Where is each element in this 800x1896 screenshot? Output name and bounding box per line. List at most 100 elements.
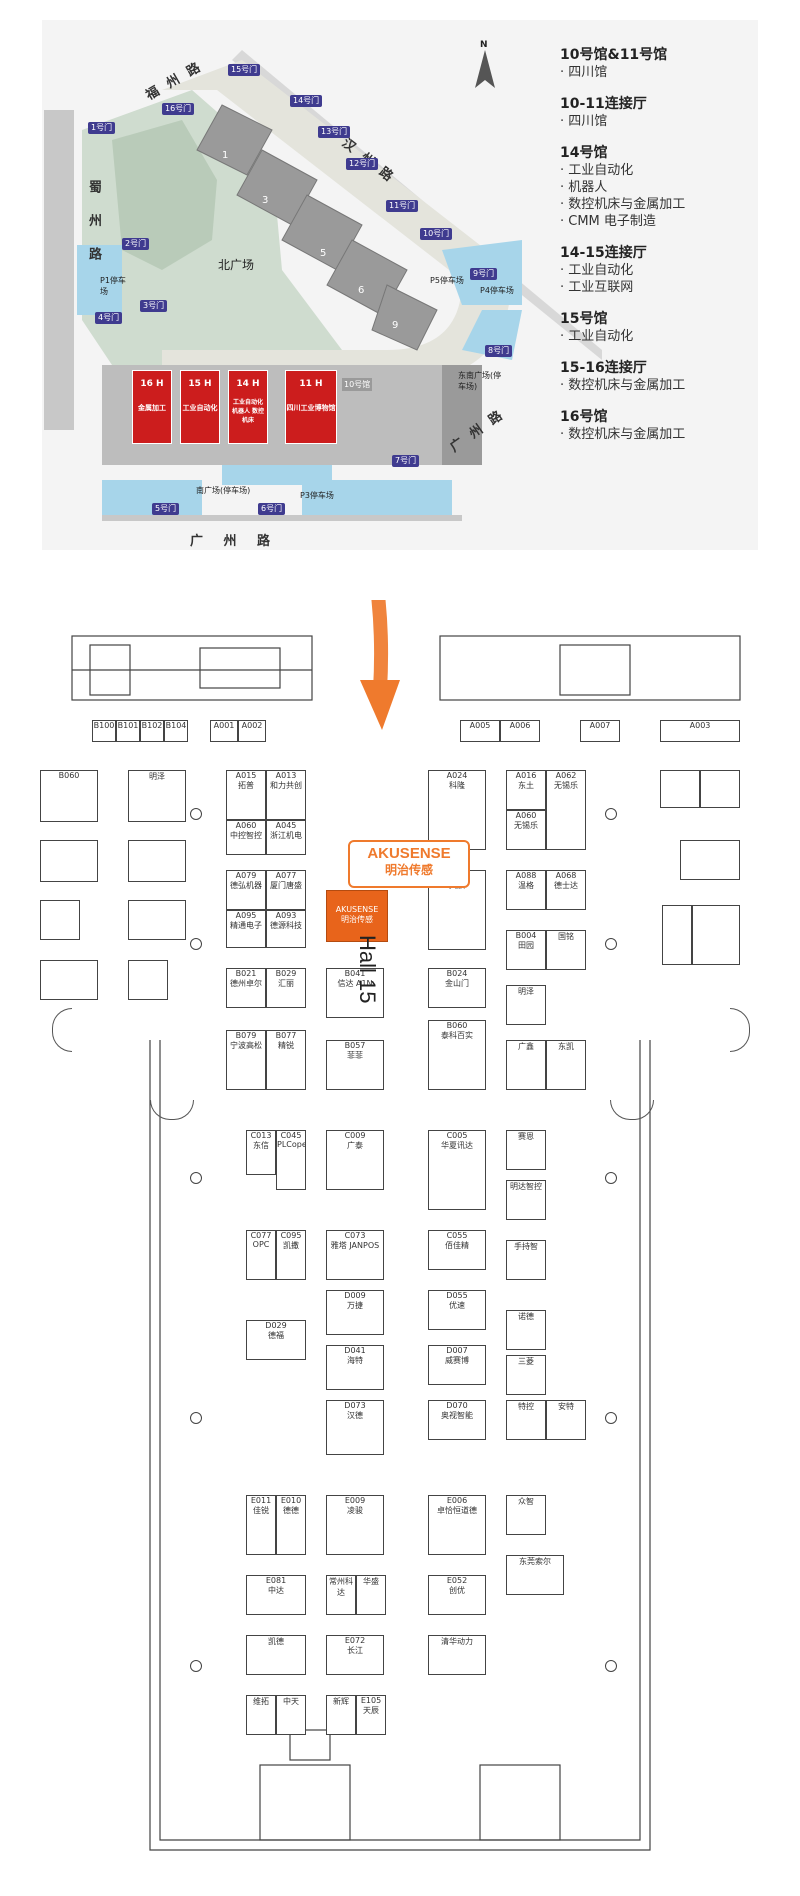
booth-a005[interactable]: A005 (460, 720, 500, 742)
booth-b030-center[interactable]: 国铭 (546, 930, 586, 970)
booth-a038[interactable] (680, 840, 740, 880)
booth-e109[interactable]: 中天 (276, 1695, 306, 1735)
legend-title-14-15: 14-15连接厅 (560, 245, 647, 261)
pillar (605, 1172, 617, 1184)
p5-label: P5停车场 (430, 276, 464, 285)
booth-a006[interactable]: A006 (500, 720, 540, 742)
booth-b104[interactable]: B104 (164, 720, 188, 742)
booth-highlight-akusense[interactable]: AKUSENSE 明治传感 (326, 890, 388, 942)
booth-b070[interactable] (40, 960, 98, 1000)
booth-b066[interactable]: 广鑫 (506, 1040, 546, 1090)
booth-e107[interactable]: 新辉 (326, 1695, 356, 1735)
booth-b100[interactable]: B100 (92, 720, 116, 742)
booth-b156[interactable] (128, 840, 186, 882)
pillar (605, 808, 617, 820)
booth-c045[interactable]: C045PLCopen (276, 1130, 306, 1190)
booth-e001[interactable]: 众智 (506, 1495, 546, 1535)
booth-b101[interactable]: B101 (116, 720, 140, 742)
legend-item: · 工业自动化 (560, 163, 634, 178)
booth-c033[interactable]: 明达智控 (506, 1180, 546, 1220)
booth-a198[interactable] (662, 905, 692, 965)
booth-a002[interactable]: A002 (238, 720, 266, 742)
booth-b158[interactable]: 明泽 (128, 770, 186, 822)
booth-d059[interactable]: 三菱 (506, 1355, 546, 1395)
booth-b033[interactable] (128, 900, 186, 940)
booth-a007[interactable]: A007 (580, 720, 620, 742)
booth-e073[interactable]: 清华动力 (428, 1635, 486, 1675)
booth-b028[interactable]: B060 (40, 770, 98, 822)
hall-15-label: Hall 15 (355, 935, 380, 1004)
hall-15: 15 H 工业自动化 (180, 370, 220, 444)
booth-a003[interactable]: A003 (660, 720, 740, 742)
booth-a008[interactable] (700, 770, 740, 808)
booth-a178[interactable] (692, 905, 740, 965)
booth-c068[interactable]: 手持智 (506, 1240, 546, 1280)
booth-d081[interactable]: 特控 (506, 1400, 546, 1440)
booth-d052[interactable]: 诺德 (506, 1310, 546, 1350)
booth-d085[interactable]: 安特 (546, 1400, 586, 1440)
booth-c018[interactable]: 赛恩 (506, 1130, 546, 1170)
booth-b029[interactable] (40, 840, 98, 882)
booth-e059[interactable]: 常州科达 (326, 1575, 356, 1615)
booth-e036[interactable]: 东莞索尔 (506, 1555, 564, 1595)
booth-b030[interactable] (40, 900, 80, 940)
p4-label: P4停车场 (480, 286, 514, 295)
booth-b068[interactable]: 东凯 (546, 1040, 586, 1090)
booth-e110[interactable]: 维拓 (246, 1695, 276, 1735)
booth-a001[interactable]: A001 (210, 720, 238, 742)
booth-b025[interactable] (128, 960, 168, 1000)
booth-e057[interactable]: 华盛 (356, 1575, 386, 1615)
booth-a009[interactable] (660, 770, 700, 808)
hall-16-desc: 金属加工 (138, 404, 166, 412)
booth-e098[interactable]: 凯德 (246, 1635, 306, 1675)
booth-b102[interactable]: B102 (140, 720, 164, 742)
north-plaza-label: 北广场 (218, 258, 255, 272)
booth-b028-center[interactable]: 明泽 (506, 985, 546, 1025)
